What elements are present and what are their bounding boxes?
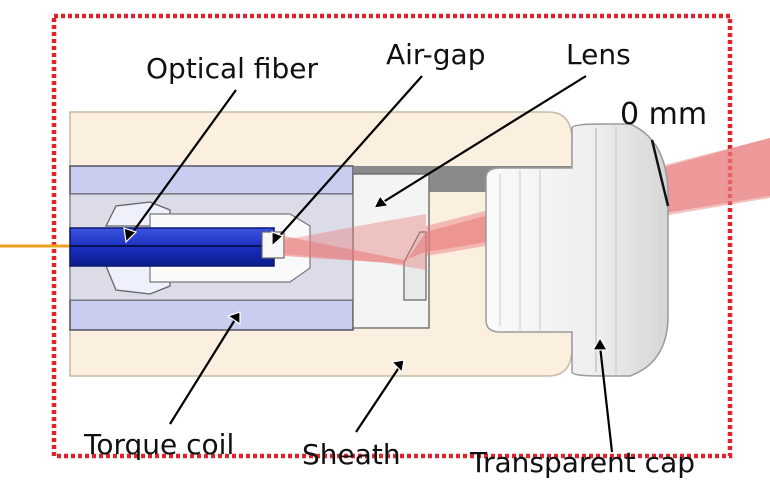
frame-border bbox=[51, 13, 733, 459]
leader-optical-fiber bbox=[129, 89, 237, 237]
distance-tick bbox=[650, 139, 670, 207]
label-air-gap: Air-gap bbox=[386, 38, 485, 71]
torque-coil-lower bbox=[69, 299, 354, 331]
label-sheath: Sheath bbox=[302, 438, 401, 471]
leader-air-gap bbox=[275, 75, 423, 241]
label-optical-fiber: Optical fiber bbox=[146, 52, 318, 85]
leader-lens bbox=[379, 75, 587, 205]
arrow-transparent-cap bbox=[591, 336, 609, 351]
leader-transparent-cap bbox=[598, 345, 614, 453]
leader-torque-coil bbox=[169, 317, 237, 425]
beam-path bbox=[284, 138, 770, 264]
torque-coil-upper bbox=[69, 165, 354, 195]
arrow-optical-fiber bbox=[123, 227, 138, 244]
label-transparent-cap: Transparent cap bbox=[469, 446, 695, 479]
label-lens: Lens bbox=[566, 38, 631, 71]
arrow-air-gap bbox=[271, 231, 285, 248]
leader-sheath bbox=[355, 365, 401, 433]
transparent-cap bbox=[485, 123, 669, 377]
arrow-sheath bbox=[390, 359, 405, 374]
arrow-lens bbox=[372, 194, 390, 209]
arrow-torque-coil bbox=[226, 311, 241, 326]
beam-lens bbox=[284, 214, 426, 270]
label-distance: 0 mm bbox=[620, 97, 707, 132]
label-torque-coil: Torque coil bbox=[83, 428, 234, 461]
